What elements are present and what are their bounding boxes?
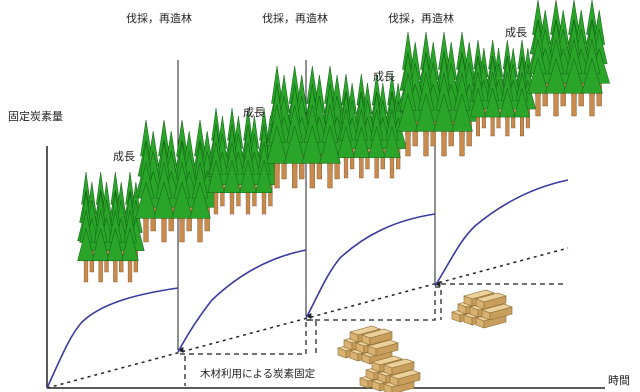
growth-label-4: 成長 <box>505 26 527 39</box>
forest-mature-2 <box>266 65 348 189</box>
lumber-stack-3 <box>451 289 513 329</box>
forest-mature-4 <box>527 0 611 117</box>
harvest-label-1: 伐採，再造林 <box>126 11 192 25</box>
growth-curve-1 <box>46 287 179 389</box>
growth-label-2: 成長 <box>243 106 265 119</box>
wood-use-label: 木材利用による炭素固定 <box>200 367 316 380</box>
harvest-label-2: 伐採，再造林 <box>262 11 328 25</box>
lumber-stack-2 <box>359 355 421 392</box>
growth-curve-2 <box>177 249 307 353</box>
forest-groups <box>77 0 611 283</box>
growth-label-1: 成長 <box>113 150 135 163</box>
growth-curve-3 <box>305 213 436 319</box>
harvest-label-3: 伐採，再造林 <box>388 11 454 25</box>
forest-young-1 <box>77 171 145 283</box>
x-axis-label: 時間 <box>608 374 630 387</box>
wood-carbon-step-line-2 <box>306 286 442 321</box>
wood-carbon-step-line <box>180 319 317 355</box>
growth-label-3: 成長 <box>373 70 395 83</box>
lumber-stack-1 <box>337 325 399 365</box>
growth-curve-4 <box>434 179 569 287</box>
forest-mature-3 <box>397 31 481 157</box>
forest-mature-1 <box>135 119 219 243</box>
forest-young-4 <box>469 39 537 137</box>
y-axis-label: 固定炭素量 <box>8 109 63 123</box>
dotted-trend-line <box>46 247 569 389</box>
forest-young-3 <box>337 73 407 179</box>
lumber-stacks <box>337 289 513 392</box>
